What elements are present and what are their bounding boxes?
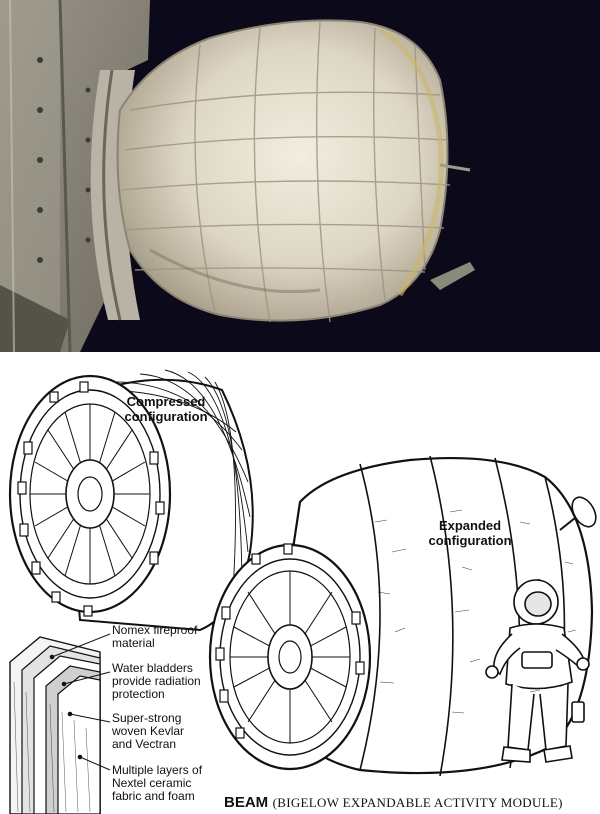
layer-label-nomex: Nomex fireproof material: [112, 623, 198, 650]
expanded-configuration-label: Expanded configuration: [422, 518, 518, 548]
caption-beam: BEAM: [224, 794, 269, 811]
compressed-module-drawing: [8, 369, 254, 632]
compressed-label-line-2: configuration: [124, 409, 208, 424]
compressed-label-line-1: Compressed: [126, 394, 206, 409]
layer-label-water-bladders: Water bladders provide radiation protect…: [112, 661, 201, 701]
layer-cross-section: [9, 633, 111, 814]
expanded-label-line-2: configuration: [428, 533, 512, 548]
beam-module-photo: [116, 19, 451, 323]
beam-photo: [0, 0, 600, 352]
compressed-configuration-label: Compressed configuration: [118, 394, 214, 424]
expanded-label-line-1: Expanded: [438, 518, 502, 533]
caption-full-name: (BIGELOW EXPANDABLE ACTIVITY MODULE): [272, 795, 563, 810]
layer-label-kevlar-vectran: Super-strong woven Kevlar and Vectran: [112, 711, 185, 751]
layer-label-nextel: Multiple layers of Nextel ceramic fabric…: [112, 763, 203, 803]
astronaut-drawing: [485, 579, 590, 763]
figure-caption: BEAM (BIGELOW EXPANDABLE ACTIVITY MODULE…: [224, 794, 563, 812]
beam-diagram: [0, 352, 600, 814]
